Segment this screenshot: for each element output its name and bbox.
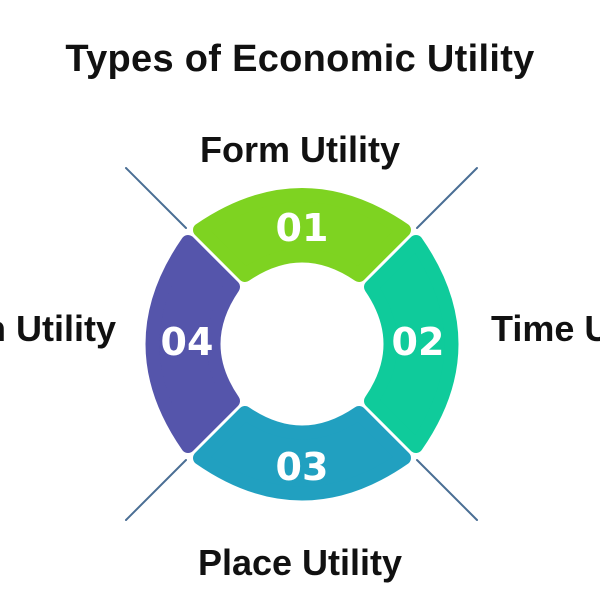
connector-line-top-right <box>416 167 478 229</box>
connector-line-bottom-left <box>125 459 187 521</box>
segment-number-04: 04 <box>161 320 214 364</box>
connector-line-bottom-right <box>416 459 478 521</box>
segment-number-03: 03 <box>276 445 329 489</box>
segment-place-utility <box>193 406 411 501</box>
segment-number-02: 02 <box>392 320 445 364</box>
segment-possession-utility <box>145 235 240 453</box>
ring-segments <box>145 188 459 501</box>
label-form-utility: Form Utility <box>199 129 400 170</box>
segment-numbers: 01 02 03 04 <box>161 206 445 489</box>
label-possession-utility: Possession Utility <box>0 308 116 349</box>
label-time-utility: Time Utility <box>491 308 600 349</box>
diagram-title: Types of Economic Utility <box>65 38 535 80</box>
connector-line-top-left <box>125 167 187 229</box>
segment-number-01: 01 <box>276 206 329 250</box>
segment-time-utility <box>364 235 459 453</box>
segment-form-utility <box>193 188 411 282</box>
connector-lines <box>125 167 478 521</box>
label-place-utility: Place Utility <box>197 542 403 583</box>
